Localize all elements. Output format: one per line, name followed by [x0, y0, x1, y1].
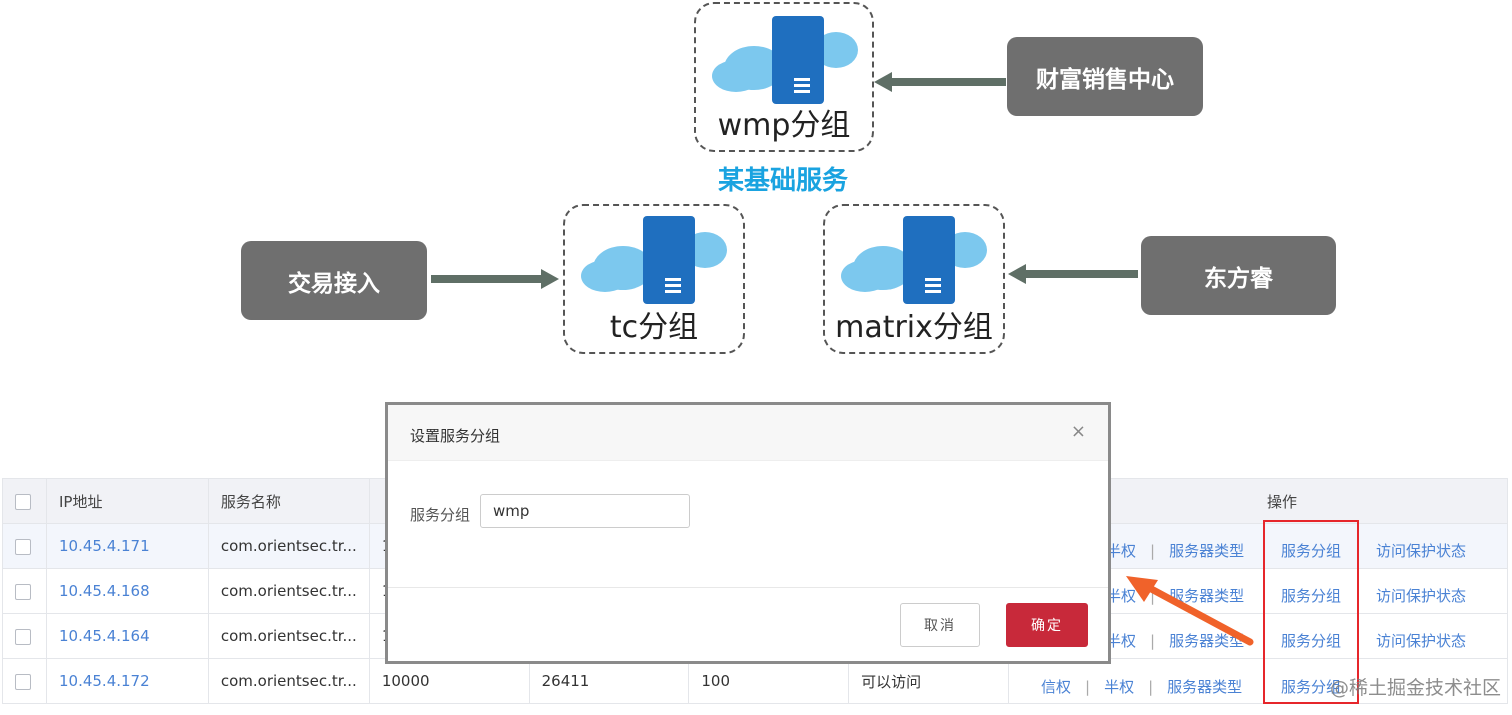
dialog-title: 设置服务分组	[410, 427, 501, 445]
server-type-link[interactable]: 服务器类型	[1169, 587, 1245, 605]
actions-cell	[1007, 658, 1509, 704]
group-node-wmp: wmp分组	[694, 2, 874, 152]
service-cell: com.orientsec.tr...	[207, 613, 370, 659]
row-checkbox[interactable]	[15, 673, 31, 690]
col3-cell: 10000	[368, 658, 530, 704]
row-actions: 信权|半权|服务器类型 服务分组	[1041, 678, 1342, 696]
group-label: tc分组	[609, 310, 699, 345]
diagram-title: 某基础服务	[717, 166, 848, 196]
server-type-link[interactable]: 服务器类型	[1169, 542, 1245, 560]
arrow-to-tc	[431, 269, 559, 289]
arrow-to-wmp	[874, 72, 1006, 92]
half-permission-link[interactable]: 半权	[1106, 542, 1137, 560]
trust-permission-link[interactable]: 信权	[1041, 678, 1072, 696]
dialog-header: 设置服务分组 ×	[388, 405, 1108, 461]
cancel-button[interactable]: 取消	[900, 603, 980, 647]
arrow-to-matrix	[1008, 264, 1138, 284]
server-type-link[interactable]: 服务器类型	[1167, 678, 1243, 696]
source-box-trade-access: 交易接入	[241, 241, 427, 320]
cloud-server-icon	[581, 216, 727, 304]
ip-cell[interactable]: 10.45.4.172	[45, 658, 209, 704]
cloud-server-icon	[712, 16, 858, 104]
highlight-box	[1263, 520, 1359, 704]
group-node-tc: tc分组	[563, 204, 745, 354]
service-group-link[interactable]: 服务分组	[1281, 678, 1342, 696]
watermark: @稀土掘金技术社区	[1330, 677, 1502, 699]
service-cell: com.orientsec.tr...	[207, 658, 370, 704]
header-ip: IP地址	[45, 478, 209, 524]
col4-cell: 26411	[528, 658, 690, 704]
row-checkbox[interactable]	[15, 538, 31, 555]
access-protection-link[interactable]: 访问保护状态	[1376, 542, 1467, 560]
group-label: matrix分组	[835, 310, 993, 345]
select-all-cell[interactable]	[2, 478, 47, 524]
source-box-dongfangrui: 东方睿	[1141, 236, 1336, 315]
server-type-link[interactable]: 服务器类型	[1169, 632, 1245, 650]
row-checkbox[interactable]	[15, 583, 31, 600]
source-box-wealth-sales: 财富销售中心	[1007, 37, 1203, 116]
service-group-link[interactable]: 服务分组	[1281, 542, 1342, 560]
row-actions: 半权|服务器类型 服务分组 访问保护状态	[1106, 632, 1467, 650]
ip-cell[interactable]: 10.45.4.168	[45, 568, 209, 614]
row-checkbox[interactable]	[15, 628, 31, 645]
service-group-label: 服务分组	[410, 506, 471, 524]
half-permission-link[interactable]: 半权	[1106, 587, 1137, 605]
annotation-arrow	[1126, 576, 1254, 646]
row-actions: 半权|服务器类型 服务分组 访问保护状态	[1106, 542, 1467, 560]
service-group-link[interactable]: 服务分组	[1281, 632, 1342, 650]
group-label: wmp分组	[717, 108, 851, 143]
half-permission-link[interactable]: 半权	[1104, 678, 1135, 696]
status-cell: 可以访问	[848, 658, 1009, 704]
header-service: 服务名称	[207, 478, 370, 524]
access-protection-link[interactable]: 访问保护状态	[1376, 587, 1467, 605]
ip-cell[interactable]: 10.45.4.164	[45, 613, 209, 659]
set-service-group-dialog: 设置服务分组 × 服务分组 取消 确定	[385, 402, 1111, 664]
dialog-footer-divider	[388, 587, 1108, 588]
select-all-checkbox[interactable]	[15, 493, 31, 510]
close-icon[interactable]: ×	[1070, 421, 1086, 442]
group-node-matrix: matrix分组	[823, 204, 1005, 354]
row-actions: 半权|服务器类型 服务分组 访问保护状态	[1106, 587, 1467, 605]
access-protection-link[interactable]: 访问保护状态	[1376, 632, 1467, 650]
half-permission-link[interactable]: 半权	[1106, 632, 1137, 650]
service-cell: com.orientsec.tr...	[207, 568, 370, 614]
confirm-button[interactable]: 确定	[1006, 603, 1088, 647]
cloud-server-icon	[841, 216, 987, 304]
service-group-link[interactable]: 服务分组	[1281, 587, 1342, 605]
service-cell: com.orientsec.tr...	[207, 523, 370, 569]
ip-cell[interactable]: 10.45.4.171	[45, 523, 209, 569]
service-group-input[interactable]	[480, 494, 690, 528]
table-row: 10.45.4.172 com.orientsec.tr... 10000 26…	[2, 658, 1509, 704]
col5-cell: 100	[688, 658, 850, 704]
